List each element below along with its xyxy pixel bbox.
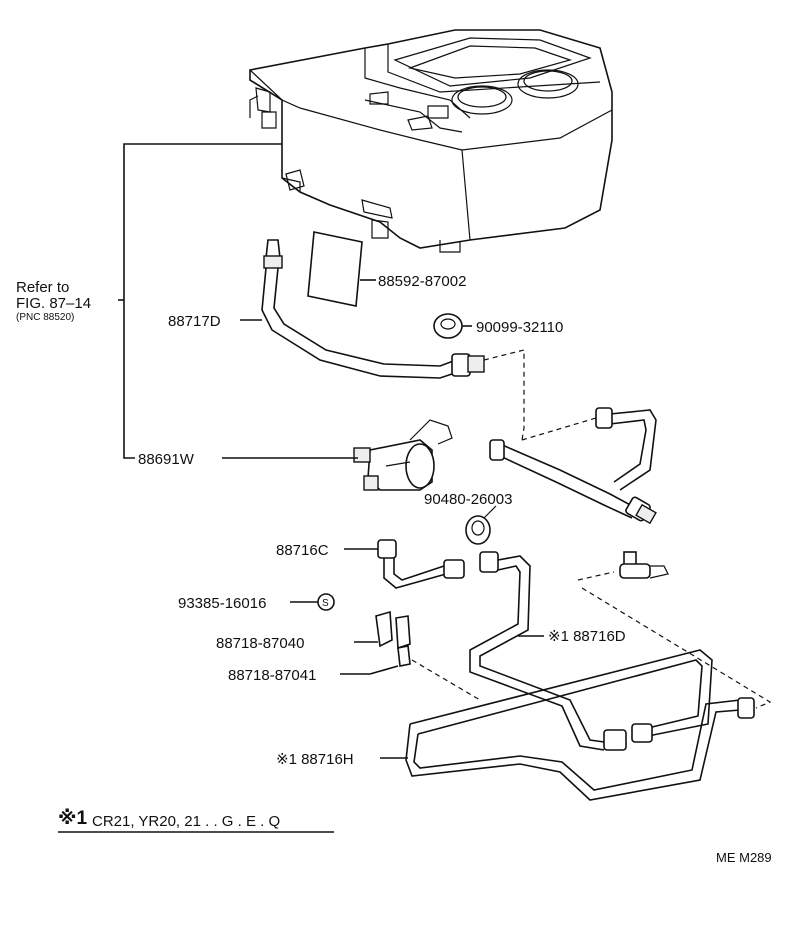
- refer-pnc-text: (PNC 88520): [16, 312, 74, 323]
- figure-code: ME M289: [716, 850, 772, 865]
- part-number-90480: 90480-26003: [424, 491, 512, 508]
- clip-93385: [290, 593, 335, 611]
- hose-88717d: [240, 239, 485, 379]
- part-number-88718-87040: 88718-87040: [216, 635, 304, 652]
- clip-s-mark: S: [322, 598, 329, 609]
- part-number-90099: 90099-32110: [476, 319, 563, 336]
- grommet-90099: [433, 313, 472, 339]
- tube-88716c: [344, 539, 465, 589]
- footnote-mark: ※1: [58, 808, 87, 829]
- connection-line-upper: [521, 417, 597, 441]
- console-box: [249, 29, 613, 253]
- grommet-90480: [465, 505, 497, 545]
- tube-assembly-upper: [489, 407, 657, 525]
- part-number-88716c: 88716C: [276, 542, 329, 559]
- t-fitting: [619, 551, 669, 579]
- connection-line-clamp: [411, 659, 481, 701]
- part-number-88691w: 88691W: [138, 451, 195, 468]
- tube-88716h: [380, 649, 755, 801]
- refer-bracket: [118, 143, 282, 459]
- part-number-93385: 93385-16016: [178, 595, 266, 612]
- tube-88716d: [469, 551, 627, 751]
- valve-88691w: [222, 419, 453, 491]
- part-number-88592: 88592-87002: [378, 273, 466, 290]
- refer-fig-text: FIG. 87–14: [16, 295, 91, 312]
- clamp-88718-87040: [354, 610, 411, 650]
- part-number-88718-87041: 88718-87041: [228, 667, 316, 684]
- refer-to-text: Refer to: [16, 279, 69, 296]
- label-plate-88592: [307, 231, 376, 307]
- part-number-88716h: ※1 88716H: [276, 751, 354, 768]
- part-number-88716d: ※1 88716D: [548, 628, 626, 645]
- part-number-88717d: 88717D: [168, 313, 221, 330]
- footnote-text: CR21, YR20, 21 . . G . E . Q: [92, 813, 280, 830]
- connection-line-hose-tube: [483, 349, 525, 441]
- connection-line-tfitting: [577, 571, 772, 709]
- clamp-88718-87041: [340, 645, 411, 675]
